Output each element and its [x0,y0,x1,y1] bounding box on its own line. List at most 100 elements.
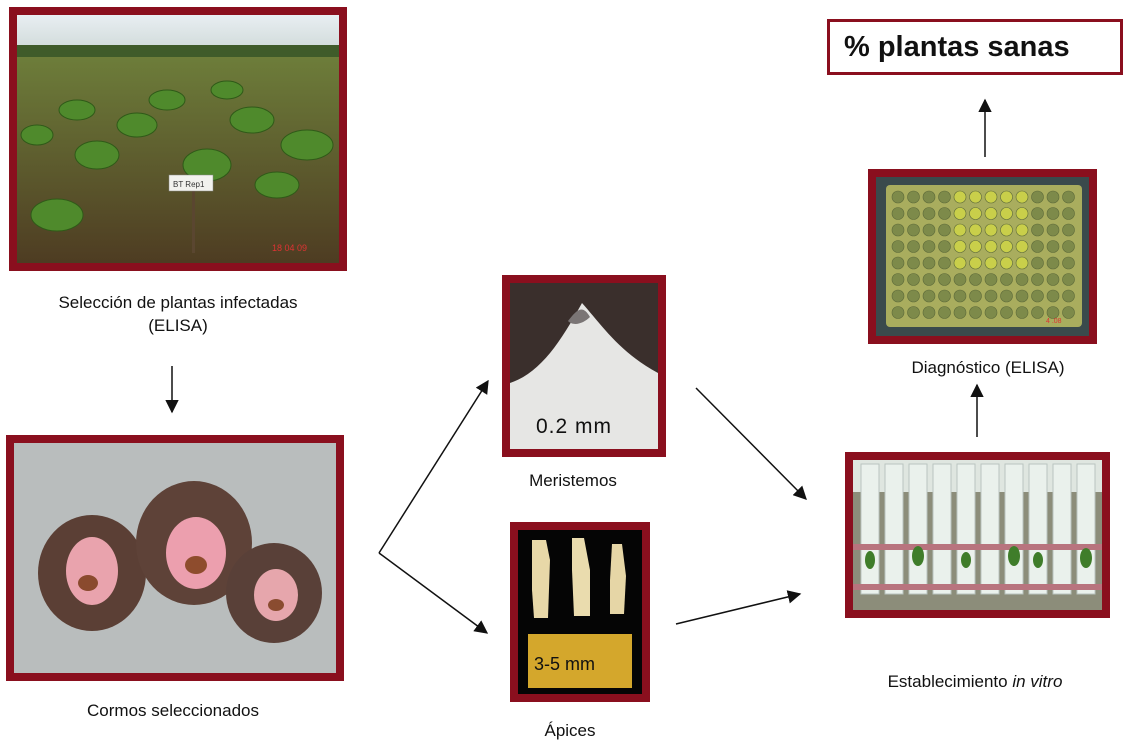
apices-photo: 3-5 mm [510,522,650,702]
plate-well [907,306,920,319]
plate-well [1000,190,1013,204]
field-photo-image: BT Rep1 18 04 09 [17,15,339,263]
plate-well [922,306,936,319]
plate-well [1062,190,1075,204]
plate-well [953,256,967,270]
meristemos-caption: Meristemos [529,471,617,490]
plate-well [953,273,967,286]
plate-well [938,289,951,303]
plate-well [1062,306,1075,319]
plate-well [922,240,936,253]
meristem-photo: 0.2 mm [502,275,666,457]
plate-well [938,207,951,220]
plate-well [938,223,951,237]
plate-well [1062,256,1075,270]
diagnostico-caption: Diagnóstico (ELISA) [911,358,1065,377]
plate-well [1000,306,1013,319]
plate-well [891,273,905,286]
plate-well [891,223,905,237]
plate-well [1046,306,1060,319]
plate-well [907,190,920,204]
plate-well [953,190,967,204]
result-title: % plantas sanas [844,31,1070,63]
plate-well [1031,273,1044,286]
plate-well [1046,289,1060,303]
plate-well [891,240,905,253]
plate-well [1031,256,1044,270]
plate-well [953,240,967,253]
field-photo: BT Rep1 18 04 09 [9,7,347,271]
plate-well [984,289,998,303]
invitro-photo [845,452,1110,618]
plate-well [907,256,920,270]
establecimiento-caption: Establecimiento in vitro [845,670,1105,693]
plate-well [907,289,920,303]
plate-well [1046,190,1060,204]
plate-well [1000,207,1013,220]
plate-well [969,256,982,270]
field-sign-label: BT Rep1 [173,180,205,189]
plate-well [1015,273,1029,286]
plate-wells [891,190,1075,319]
plate-well [984,240,998,253]
plate-well [953,289,967,303]
plate-well [1015,207,1029,220]
plate-well [1000,289,1013,303]
apices-photo-image: 3-5 mm [518,530,642,694]
plate-well [922,190,936,204]
seleccion-caption-line2: (ELISA) [148,316,208,335]
arrow-cormos-to-apices [378,552,489,634]
plate-well [938,190,951,204]
arrow-apices-to-establecimiento [675,590,802,625]
cormos-caption: Cormos seleccionados [87,701,259,720]
plate-well [938,240,951,253]
plate-well [984,273,998,286]
plate-well [1046,207,1060,220]
plate-well [1031,207,1044,220]
plate-well [1015,289,1029,303]
plate-well [891,306,905,319]
meristem-photo-image: 0.2 mm [510,283,658,449]
plate-well [891,207,905,220]
plate-well [984,223,998,237]
plate-well [922,256,936,270]
plate-well [1015,306,1029,319]
plate-well [969,190,982,204]
plate-well [953,207,967,220]
plate-well [938,273,951,286]
arrow-meristemos-to-establecimiento [695,387,807,500]
result-title-box: % plantas sanas [827,19,1123,75]
elisa-plate-photo: 4 .08 [868,169,1097,344]
plate-well [1046,256,1060,270]
meristem-scale-label: 0.2 mm [536,415,612,438]
apices-scale-label: 3-5 mm [534,654,595,674]
plate-well [891,256,905,270]
plate-well [969,207,982,220]
plate-well [922,207,936,220]
plate-well [1031,190,1044,204]
plate-well [969,306,982,319]
plate-well [969,273,982,286]
plate-well [891,190,905,204]
establecimiento-caption-italic: in vitro [1012,672,1063,691]
plate-mark-label: 4 .08 [1046,318,1062,325]
plate-well [969,223,982,237]
plate-well [1000,256,1013,270]
plate-well [1015,256,1029,270]
plate-well [922,223,936,237]
field-date-label: 18 04 09 [272,243,307,253]
plate-well [1031,306,1044,319]
elisa-plate-photo-image: 4 .08 [876,177,1089,336]
plate-well [1062,289,1075,303]
plate-well [1015,240,1029,253]
plate-well [969,240,982,253]
arrow-cormos-to-meristemos [378,379,489,554]
plate-well [984,256,998,270]
plate-well [1031,240,1044,253]
plate-well [922,289,936,303]
apices-scale-box [528,634,632,688]
plate-well [1000,240,1013,253]
plate-well [1062,207,1075,220]
plate-well [907,223,920,237]
plate-well [969,289,982,303]
